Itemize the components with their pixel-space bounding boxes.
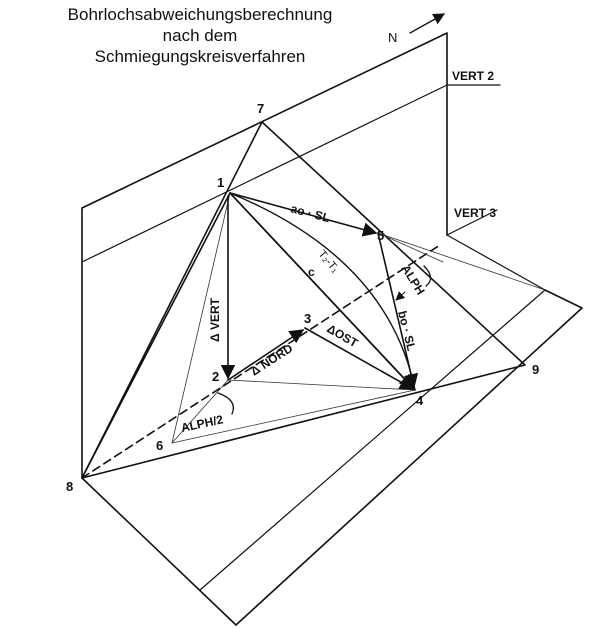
inclined-plane-outline: [81, 121, 526, 479]
label-alph-half: ALPH/2: [180, 412, 225, 435]
vector-5-4: [377, 232, 419, 389]
point-label-3: 3: [304, 311, 311, 326]
curvature-arc-1-4: [229, 192, 416, 391]
line-5-ground: [377, 232, 546, 291]
point-label-5: 5: [377, 228, 384, 243]
title-line-3: Schmiegungskreisverfahren: [94, 47, 306, 66]
horizontal-plane-outline: [81, 289, 583, 626]
vector-1-4-chord: [229, 192, 414, 390]
north-label: N: [388, 30, 397, 45]
point-label-2: 2: [212, 369, 219, 384]
label-t2-t1: T₂-T₁: [316, 248, 342, 275]
north-arrow-line: [409, 13, 446, 34]
edge-1-8: [81, 192, 231, 479]
label-ao-sl: ao · SL: [289, 201, 331, 225]
point-label-1: 1: [217, 175, 224, 190]
alph-pointer: [395, 291, 406, 301]
vertical-plane-ground-line: [81, 84, 448, 263]
title-line-2: nach dem: [162, 26, 238, 45]
north-dashed-line: [81, 244, 441, 479]
vector-2-3: [227, 329, 305, 381]
label-delta-vert: Δ VERT: [208, 297, 222, 342]
vert2-label: VERT 2: [452, 69, 494, 83]
diagram-title: Bohrlochsabweichungsberechnung nach dem …: [20, 4, 380, 67]
label-c: c: [308, 265, 315, 279]
point-label-9: 9: [532, 362, 539, 377]
line-2-6: [171, 379, 229, 444]
vector-1-5: [229, 192, 378, 237]
horizontal-plane-inner-line: [199, 289, 546, 591]
point-label-6: 6: [156, 438, 163, 453]
title-line-1: Bohrlochsabweichungsberechnung: [67, 5, 333, 24]
point-label-7: 7: [257, 101, 264, 116]
line-1-6: [171, 192, 231, 444]
label-bo-sl: bo · SL: [395, 309, 418, 352]
point-label-4: 4: [416, 393, 424, 408]
line-through-2-4: [227, 379, 416, 391]
vert3-marker-line: [446, 209, 498, 236]
label-alph: ALPH: [398, 262, 427, 297]
vector-3-4: [304, 327, 415, 390]
vert3-label: VERT 3: [454, 206, 496, 220]
point-label-8: 8: [66, 479, 73, 494]
vertical-plane-outline: [81, 32, 448, 479]
horizontal-plane-far-edge: [446, 234, 546, 291]
alph-half-angle-arc: [217, 392, 235, 415]
line-5-tangent: [377, 232, 444, 263]
line-6-4: [171, 389, 416, 444]
alph-angle-arc: [423, 265, 432, 287]
label-delta-nord: Δ NORD: [248, 341, 296, 379]
